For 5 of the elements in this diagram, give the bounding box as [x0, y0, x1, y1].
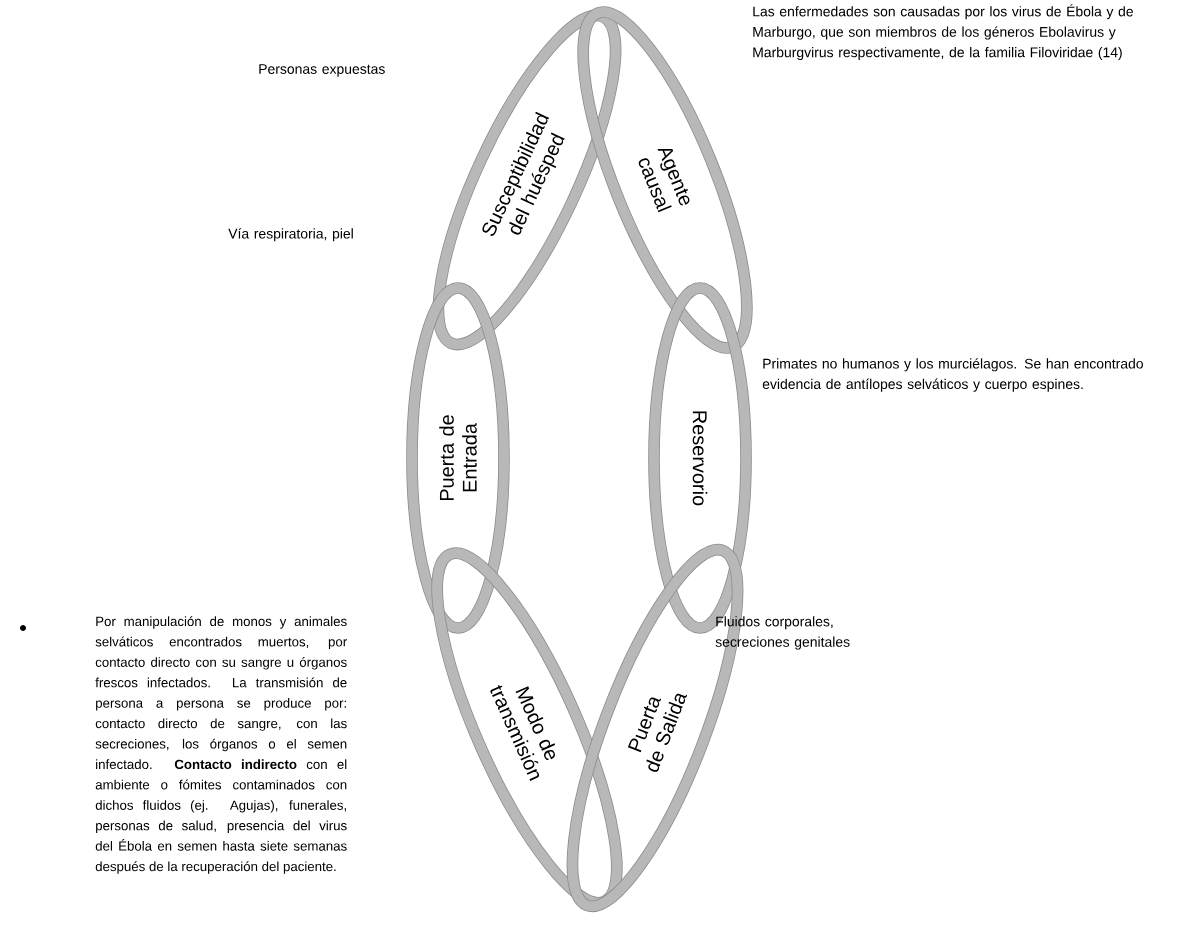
- annotation-text: Por manipulación de monos y animales selváticos encontrados muertos, por contacto directo con su sangre u órganos frescos infectados. La transmisión de persona a persona se produce por: contacto directo de sangre, con las secreciones, los órganos o el semen infectado. Contacto indirecto con el ambiente o fómites contaminados con dichos fluidos (ej. Agujas), funerales, personas de salud, presencia del virus del Ébola en semen hasta siete semanas después de la recuperación del paciente.: [95, 616, 347, 874]
- annotation-text: Primates no humanos y los murciélagos. Se han encontrado evidencia de antílopes selváticos y cuerpo espines.: [762, 358, 1143, 392]
- annotation-text: Personas expuestas: [259, 64, 385, 77]
- annotation-text: Las enfermedades son causadas por los virus de Ébola y de Marburgo, que son miembros de los géneros Ebolavirus y Marburgvirus respectivamente, de la familia Filoviridae (14): [753, 4, 1133, 60]
- annotation-text: Vía respiratoria, piel: [228, 228, 353, 242]
